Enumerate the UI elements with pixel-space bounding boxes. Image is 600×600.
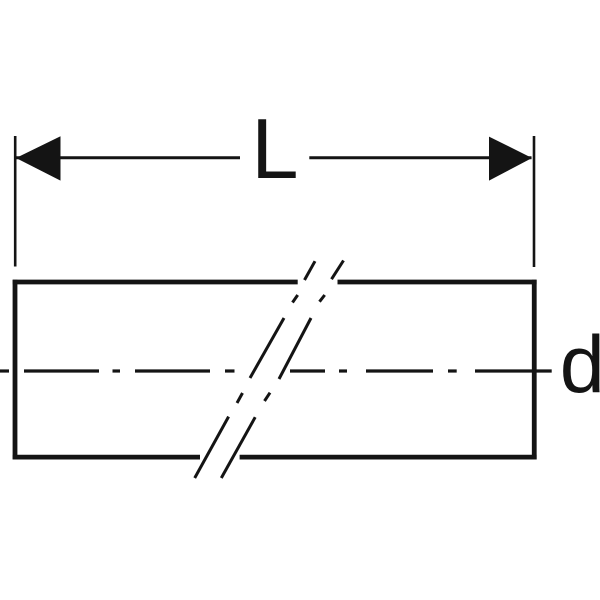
svg-text:L: L [251, 102, 298, 197]
svg-text:d: d [560, 320, 600, 410]
